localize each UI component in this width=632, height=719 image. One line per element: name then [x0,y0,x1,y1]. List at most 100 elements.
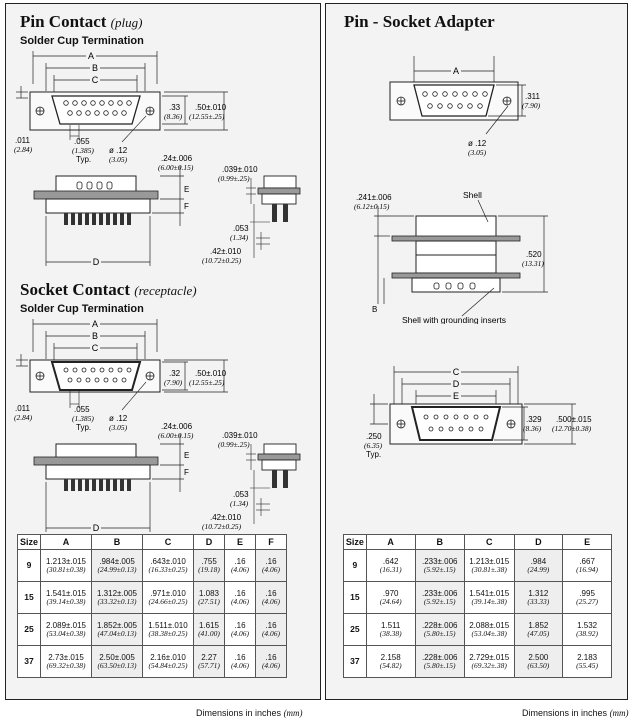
socket-dim-cup-mm: (1.34) [230,499,249,508]
table-header-cell: E [224,534,256,550]
table-cell: .228±.006(5.80±.15) [414,613,465,646]
cell-inch-value: .16 [234,588,246,598]
adapter-dim-bottom-s: .250 [366,432,382,441]
pin-dim-cup-mm: (1.34) [230,233,249,242]
pin-dim-f: F [184,202,189,211]
socket-dim-b: B [92,331,98,341]
table-cell: 1.511(38.38) [365,613,416,646]
pin-side-view-drawing: D E F .24±.006 (6.00±0.15) .039±.010 (0.… [33,154,301,267]
table-header-cell: D [513,534,564,550]
cell-inch-value: 2.158 [380,652,401,662]
socket-dim-h: .32 [169,369,181,378]
pin-dim-t-mm: (6.00±0.15) [158,163,194,172]
cell-mm-value: (30.81±0.38) [46,564,86,574]
cell-inch-value: 1.511 [380,620,401,630]
cell-inch-value: .642 [382,556,399,566]
adapter-shell-label: Shell [463,190,482,200]
table-cell: .16(4.06) [255,645,287,678]
socket-dim-sh: .039±.010 [222,431,258,440]
table-cell: 1.083(27.51) [193,581,225,614]
right-footer-unit: (mm) [609,708,629,718]
pin-dim-s-mm: (2.84) [14,145,33,154]
adapter-dim-d: D [453,379,460,389]
table-cell: .16(4.06) [224,549,256,582]
table-header-row: Size A B C D E [343,534,612,550]
size-cell: 37 [343,645,367,678]
size-cell: 9 [17,549,41,582]
cell-mm-value: (5.80±.15) [423,628,456,638]
adapter-title: Pin - Socket Adapter [344,12,495,31]
cell-inch-value: .233±.006 [421,556,458,566]
adapter-dimensions-table: Size A B C D E 9 .642(16.31) .233±.006(5.9… [343,534,612,678]
table-cell: 2.73±.015(69.32±0.38) [40,645,92,678]
pin-dim-len: .42±.010 [210,247,242,256]
cell-inch-value: 2.500 [528,652,549,662]
size-cell: 15 [17,581,41,614]
pin-dim-cup: .053 [233,224,249,233]
pin-dim-s: .011 [15,136,31,145]
cell-inch-value: 2.16±.010 [150,652,186,662]
table-cell: 2.27(57.71) [193,645,225,678]
table-header-row: Size A B C D E F [17,534,287,550]
pin-dim-typ: Typ. [76,155,91,164]
table-cell: .984(24.99) [513,549,564,582]
cell-inch-value: .970 [382,588,399,598]
socket-dim-e: E [184,451,189,460]
cell-mm-value: (16.31) [379,564,402,574]
cell-inch-value: 1.213±.015 [469,556,510,566]
adapter-dim-b: B [372,305,377,314]
socket-side-view-drawing: D E F .24±.006 (6.00±0.15) .039±.010 (0.… [33,422,301,533]
socket-contact-title-text: Socket Contact [20,280,131,299]
size-cell: 25 [17,613,41,646]
adapter-side-view-drawing: .241±.006 (6.12±0.15) Shell .520 (13.31)… [354,190,548,324]
pin-dim-w-mm: (12.55±.25) [189,112,225,121]
table-cell: 2.50±.005(63.50±0.13) [91,645,143,678]
table-cell: 2.088±.015(53.04±.38) [463,613,515,646]
table-header-cell: C [463,534,515,550]
pin-dim-d: D [93,257,100,267]
cell-inch-value: 1.615 [198,620,220,630]
adapter-dim-a: A [453,66,459,76]
cell-inch-value: .233±.006 [421,588,458,598]
table-cell: 2.729±.015(69.32±.38) [463,645,515,678]
socket-dim-pitch-mm: (1.385) [72,414,94,423]
cell-inch-value: .16 [265,652,277,662]
socket-dim-len-mm: (10.72±0.25) [202,522,242,531]
cell-inch-value: .16 [265,620,277,630]
cell-mm-value: (4.06) [261,628,281,638]
socket-dim-f: F [184,468,189,477]
adapter-dim-c: C [453,367,460,377]
pin-dim-pitch: .055 [74,137,90,146]
pin-dim-t: .24±.006 [161,154,193,163]
table-cell: .233±.006(5.92±.15) [414,581,465,614]
pin-dim-sh: .039±.010 [222,165,258,174]
cell-inch-value: 1.312±.005 [97,588,137,598]
cell-mm-value: (4.06) [261,596,281,606]
socket-front-view-drawing: A B C .32 (7.90) .50±.010 (12.55±.25) .0… [14,318,228,432]
adapter-dim-bottom-h: .329 [526,415,542,424]
size-cell: 15 [343,581,367,614]
table-header-cell: Size [17,534,41,550]
cell-inch-value: .643±.010 [150,556,186,566]
pin-dim-a: A [88,51,94,61]
socket-dim-t-mm: (6.00±0.15) [158,431,194,440]
table-row: 9.642(16.31).233±.006(5.92±.15)1.213±.01… [343,549,612,582]
table-header-cell: A [40,534,92,550]
cell-mm-value: (4.06) [230,660,250,670]
cell-mm-value: (19.18) [198,564,220,574]
cell-inch-value: 2.729±.015 [469,652,510,662]
table-cell: .16(4.06) [255,613,287,646]
cell-inch-value: .16 [234,652,246,662]
pin-dim-sh-mm: (0.99±.25) [218,174,250,183]
cell-inch-value: .667 [579,556,595,566]
size-cell: 9 [343,549,367,582]
table-header-cell: E [562,534,612,550]
adapter-dim-e: E [453,391,459,401]
left-footer: Dimensions in inches (mm) [196,708,303,718]
cell-mm-value: (27.51) [198,596,220,606]
left-panel: Pin Contact (plug) Solder Cup Terminatio… [5,3,321,718]
table-header-cell: B [91,534,143,550]
table-cell: 2.500(63.50) [513,645,564,678]
table-cell: .16(4.06) [224,581,256,614]
